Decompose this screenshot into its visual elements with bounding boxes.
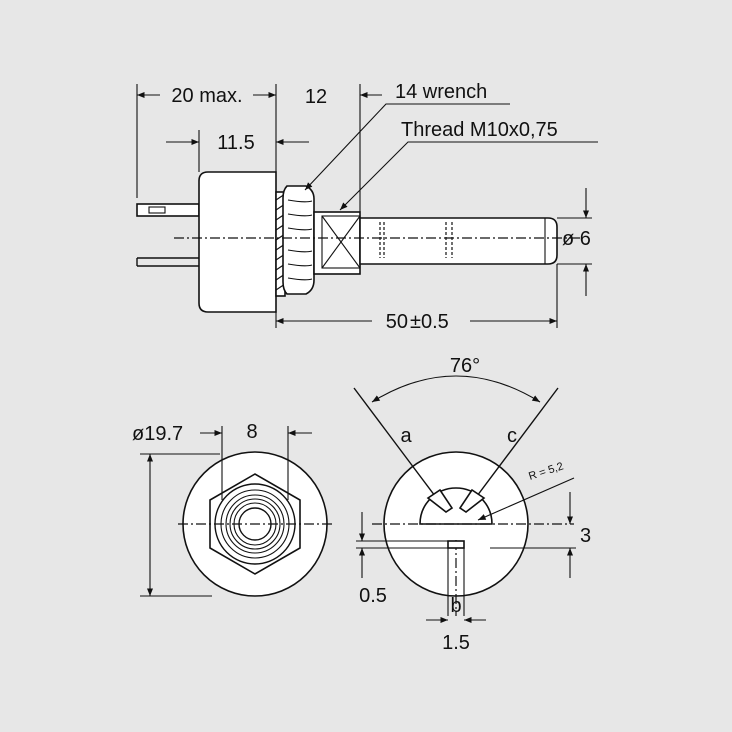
terminal-b-label: b (450, 595, 461, 617)
terminals (136, 203, 200, 267)
dim-slot-height: 3 (580, 525, 591, 547)
dim-50: 50 (386, 311, 408, 333)
dim-slot-width: 1.5 (442, 632, 470, 654)
front-view: ø19.7 8 (132, 421, 332, 597)
threaded-bushing (313, 211, 361, 275)
shaft (359, 217, 558, 265)
dim-rotation-angle: 76° (450, 355, 480, 377)
hex-nut (282, 185, 315, 295)
slot-b (447, 540, 465, 549)
dim-body-diameter: ø19.7 (132, 423, 183, 445)
terminal-a-label: a (400, 425, 412, 447)
dim-hex-flat: 8 (246, 421, 257, 443)
dim-20-max: 20 max. (171, 85, 242, 107)
dim-11-5: 11.5 (217, 132, 254, 154)
dim-50-tolerance: ±0.5 (410, 311, 449, 333)
dim-shaft-diameter: ø 6 (562, 228, 591, 250)
side-view: 20 max. 12 11.5 14 wrench Thread M10x0,7… (136, 81, 598, 333)
potentiometer-body (198, 171, 277, 313)
label-thread: Thread M10x0,75 (401, 119, 558, 141)
dim-radius: R = 5,2 (527, 460, 565, 482)
label-14-wrench: 14 wrench (395, 81, 487, 103)
terminal-c-label: c (507, 425, 517, 447)
rear-view: 76° a c R = 5,2 b 3 0.5 1.5 (353, 355, 591, 654)
dim-slot-gap: 0.5 (359, 585, 387, 607)
dim-12: 12 (305, 86, 327, 108)
